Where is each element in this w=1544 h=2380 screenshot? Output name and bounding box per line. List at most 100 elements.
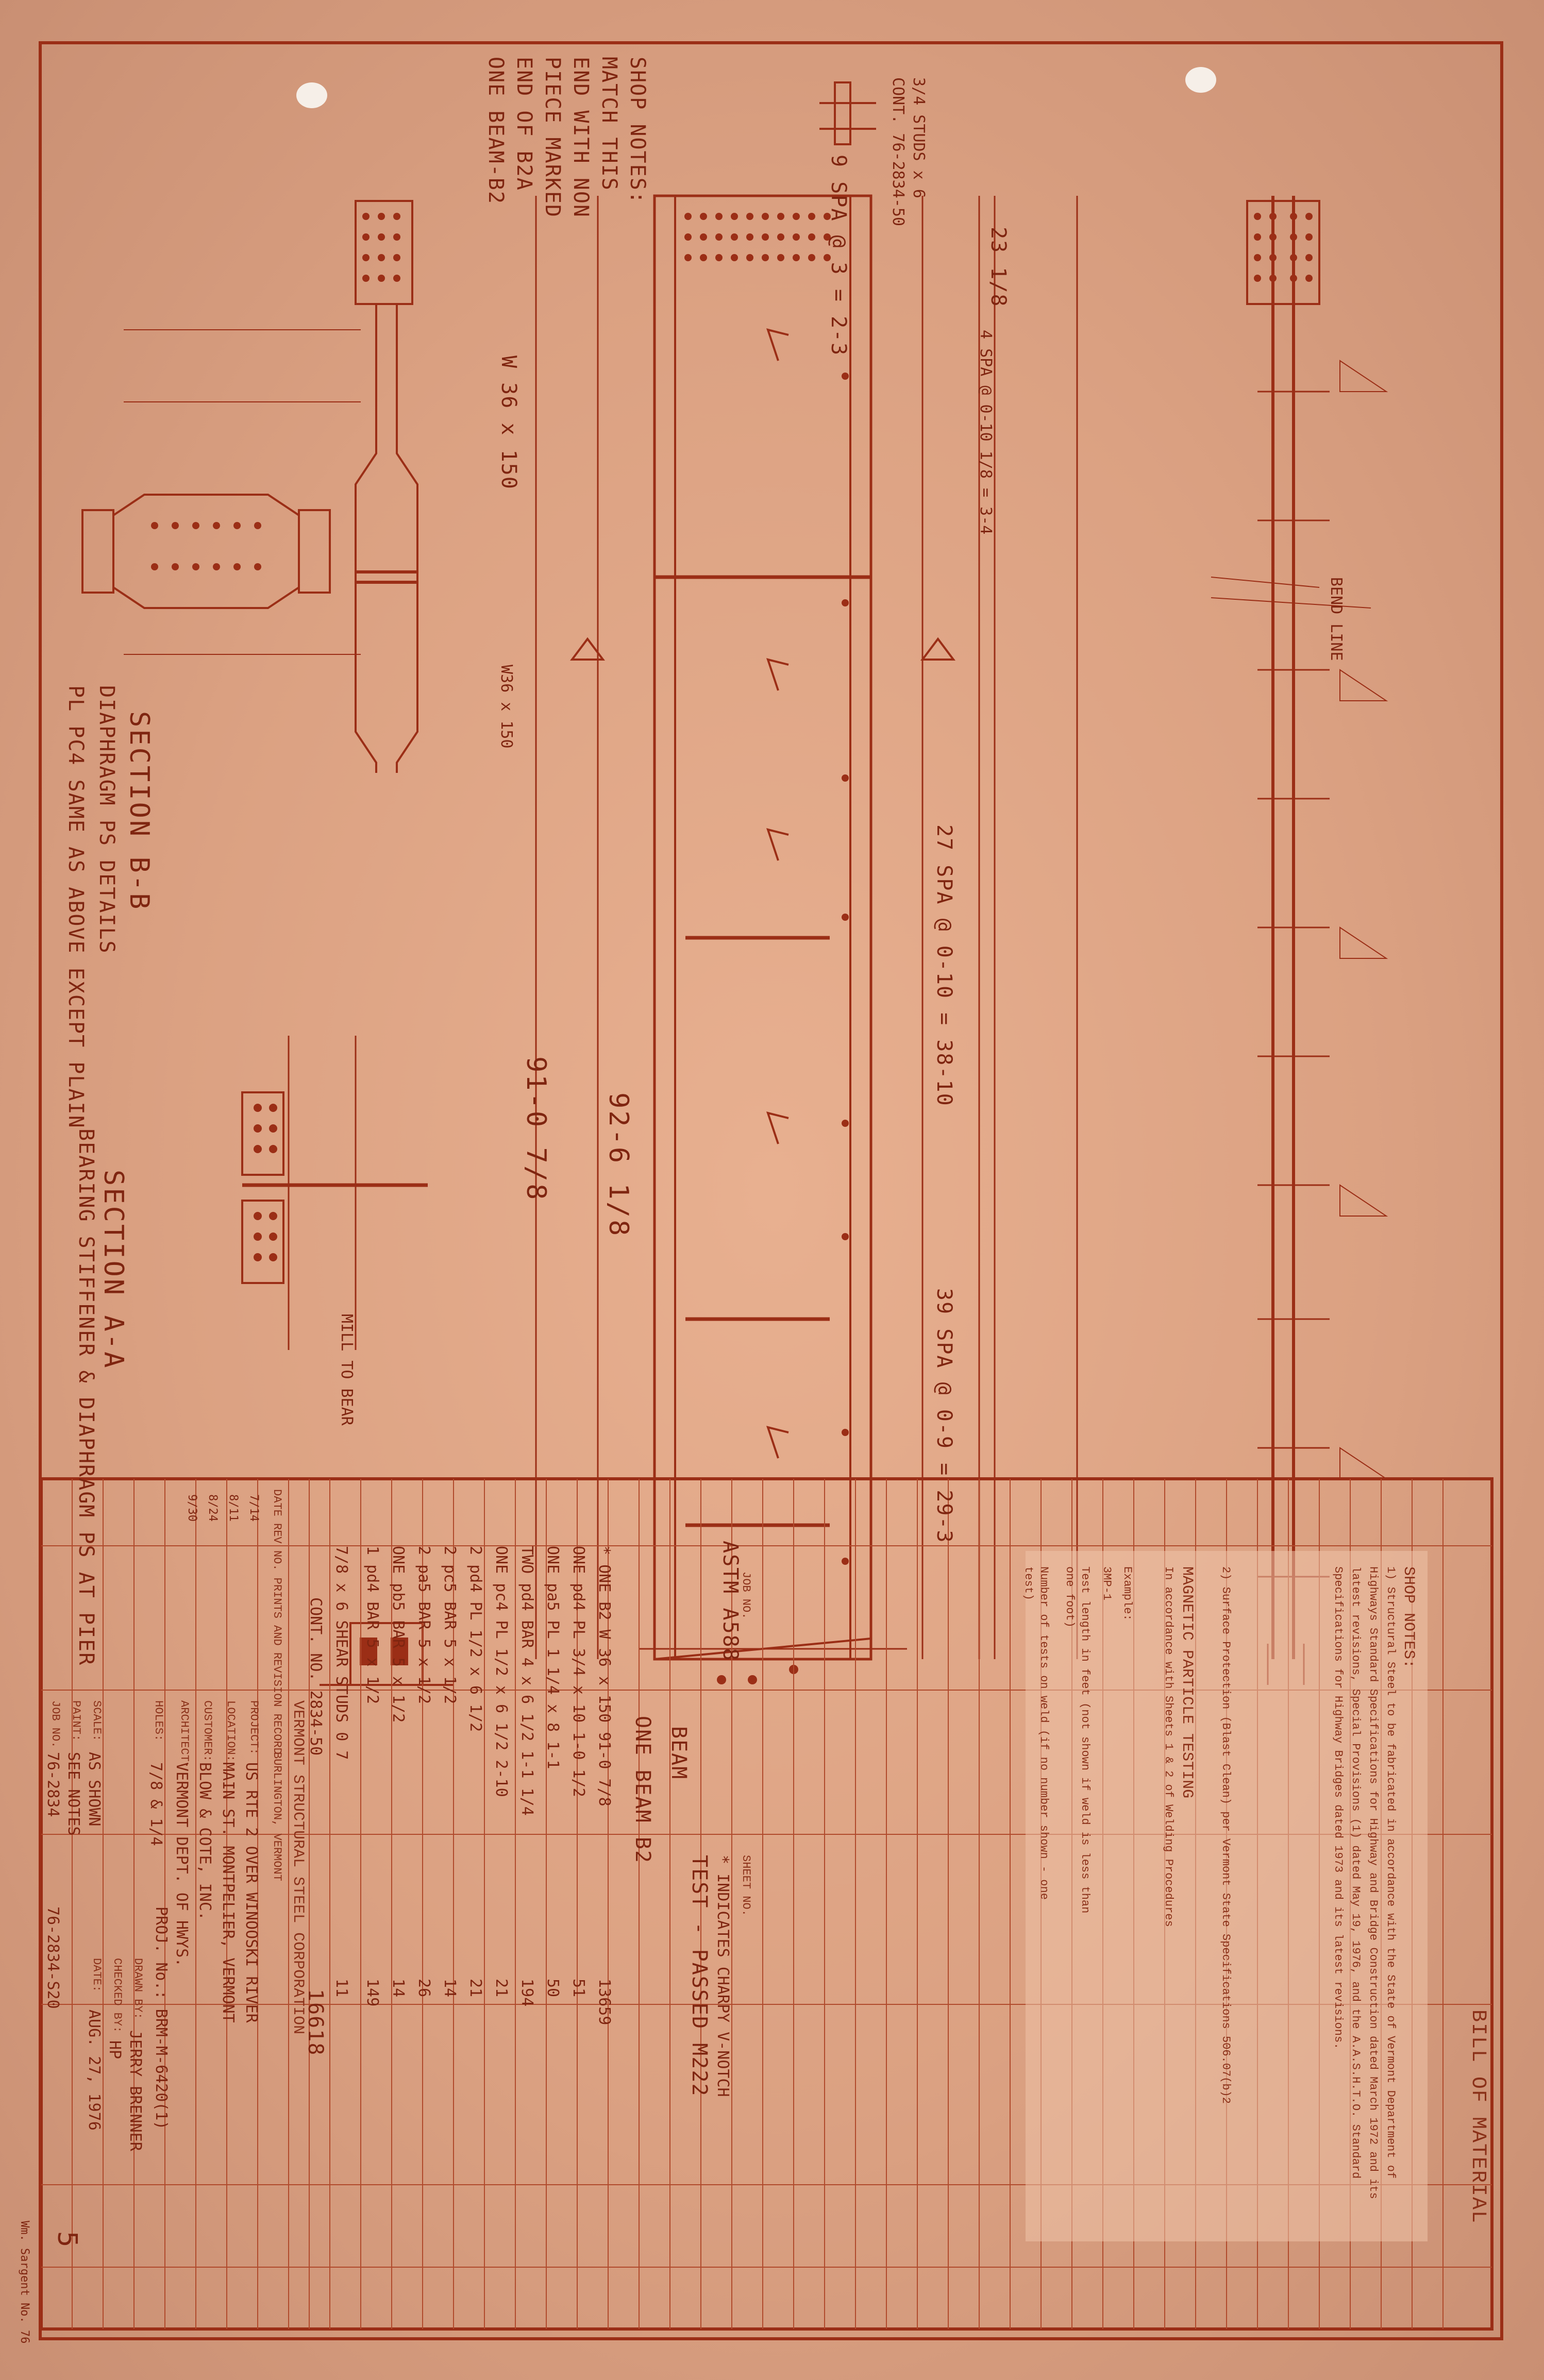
bill-weight: 21 bbox=[466, 1979, 484, 1998]
architect-label: ARCHITECT: bbox=[178, 1700, 191, 1769]
checked-label: CHECKED BY: bbox=[111, 1958, 124, 2033]
mpt-example-b: Number of tests on weld (if no number sh… bbox=[1022, 1566, 1050, 1900]
drawn-label: DRAWN BY: bbox=[131, 1958, 144, 2019]
mpt-example-a: Test length in feet (not shown if weld i… bbox=[1063, 1566, 1092, 1914]
bend-line: BEND LINE bbox=[1327, 577, 1345, 661]
overall-length: 91-0 7/8 bbox=[521, 1056, 551, 1202]
company-city: BURLINGTON, VERMONT bbox=[271, 1752, 283, 1881]
bill-total-weight: 16618 bbox=[304, 1989, 327, 2056]
bill-row: 7/8 x 6 SHEAR STUDS 0 7 bbox=[332, 1546, 350, 1760]
date-value: AUG. 27, 1976 bbox=[85, 2010, 103, 2131]
mpt-heading: MAGNETIC PARTICLE TESTING bbox=[1178, 1566, 1196, 1799]
drawing-number: 76-2834-S20 bbox=[44, 1906, 62, 2009]
paint-value: SEE NOTES bbox=[64, 1752, 82, 1836]
date-label: DATE: bbox=[90, 1958, 103, 1993]
printed-note-2: 2) Surface Protection (Blast Clean) per … bbox=[1219, 1566, 1232, 2104]
beam-label: ONE BEAM-B2 bbox=[484, 57, 508, 205]
punch-hole bbox=[1185, 67, 1216, 93]
mill-to-bear: MILL TO BEAR bbox=[338, 1314, 356, 1426]
printed-note-1: 1) Structural Steel to be fabricated in … bbox=[1332, 1566, 1397, 2199]
location-label: LOCATION: bbox=[224, 1700, 237, 1762]
project-value: US RTE 2 OVER WINOOSKI RIVER bbox=[242, 1762, 260, 2023]
shop-notes-line: PIECE MARKED bbox=[541, 57, 564, 218]
revision-date: 9/30 bbox=[186, 1494, 198, 1522]
architect-value: VERMONT DEPT. OF HWYS. bbox=[173, 1762, 191, 1967]
bill-weight: 11 bbox=[332, 1979, 350, 1998]
beam-title: BEAM bbox=[667, 1726, 691, 1780]
stud-spacing-1: 27 SPA @ 0-10 = 38-10 bbox=[932, 824, 956, 1107]
bill-row: 2 pd4 PL 1/2 x 6 1/2 bbox=[466, 1546, 484, 1732]
mpt-example-code: 3MP-1 bbox=[1100, 1566, 1113, 1601]
bill-weight: 21 bbox=[492, 1979, 510, 1998]
customer-label: CUSTOMER: bbox=[201, 1700, 214, 1762]
bill-sheet-label: SHEET NO. bbox=[740, 1855, 752, 1916]
bill-contract: CONT. NO. 2834-50 bbox=[307, 1597, 325, 1756]
bill-row: ONE pb5 BAR 5 x 1/2 bbox=[389, 1546, 407, 1723]
shop-notes-line: MATCH THIS bbox=[597, 57, 621, 191]
project-number: PROJ. No.: BRM-M-6420(1) bbox=[152, 1906, 170, 2130]
bill-row: ONE pc4 PL 1/2 x 6 1/2 2-10 bbox=[492, 1546, 510, 1797]
stud-spacing-2: 39 SPA @ 0-9 = 29-3 bbox=[932, 1288, 956, 1544]
punch-hole bbox=[296, 82, 327, 108]
section-bb-subtitle: DIAPHRAGM PS DETAILS bbox=[95, 685, 119, 954]
one-beam-title: ONE BEAM B2 bbox=[631, 1716, 654, 1864]
printed-notes-heading: SHOP NOTES: bbox=[1400, 1566, 1417, 1669]
bill-weight: 13659 bbox=[595, 1979, 613, 2025]
job-label: JOB NO. bbox=[49, 1700, 62, 1748]
section-aa-title: SECTION A-A bbox=[98, 1170, 129, 1370]
paint-label: PAINT: bbox=[70, 1700, 82, 1742]
bill-weight: 194 bbox=[518, 1979, 536, 2007]
job-value: 76-2834 bbox=[44, 1752, 62, 1817]
charpy-note: * INDICATES CHARPY V-NOTCH bbox=[714, 1855, 732, 2097]
scale-label: SCALE: bbox=[90, 1700, 103, 1742]
bill-row: * ONE B2 W 36 x 150 91-0 7/8 bbox=[595, 1546, 613, 1807]
signoff: Wm. Sargent No. 76 bbox=[18, 2221, 31, 2344]
bill-weight: 14 bbox=[441, 1979, 459, 1998]
bill-header: BILL OF MATERIAL bbox=[1466, 2010, 1489, 2224]
flange-mark: W36 x 150 bbox=[497, 665, 515, 749]
bill-row: ONE pd4 PL 3/4 x 10 1-0 1/2 bbox=[569, 1546, 588, 1797]
shop-notes-heading: SHOP NOTES: bbox=[626, 57, 649, 205]
section-bb-title: SECTION B-B bbox=[124, 711, 155, 912]
section-aa-subtitle: BEARING STIFFENER & DIAPHRAGM PS AT PIER bbox=[74, 1128, 98, 1666]
checked-value: HP bbox=[106, 2040, 124, 2060]
bill-row: ONE pa5 PL 1 1/4 x 8 1-1 bbox=[544, 1546, 562, 1769]
revision-date: 8/24 bbox=[206, 1494, 219, 1522]
bill-row: 2 pa5 BAR 5 x 1/2 bbox=[415, 1546, 433, 1704]
bill-row: 1 pd4 BAR 5 x 1/2 bbox=[363, 1546, 381, 1704]
bill-weight: 149 bbox=[363, 1979, 381, 2007]
section-bb-note: PL PC4 SAME AS ABOVE EXCEPT PLAIN bbox=[64, 685, 88, 1129]
bill-weight: 51 bbox=[569, 1979, 588, 1998]
customer-value: BLOW & COTE, INC. bbox=[196, 1762, 214, 1921]
stud-size: 3/4 STUDS x 6 bbox=[910, 77, 928, 198]
revision-date: 8/11 bbox=[227, 1494, 240, 1522]
holes-value: 7/8 & 1/4 bbox=[147, 1762, 165, 1846]
overall-length-2: 92-6 1/8 bbox=[603, 1092, 634, 1238]
beam-section: W 36 x 150 bbox=[497, 356, 521, 490]
drawing-border bbox=[39, 41, 1503, 2340]
revision-date: 7/14 bbox=[247, 1494, 260, 1522]
scale-value: AS SHOWN bbox=[85, 1752, 103, 1827]
bill-row: 2 pc5 BAR 5 x 1/2 bbox=[441, 1546, 459, 1704]
top-spacing: 9 SPA @ 3 = 2-3 bbox=[827, 155, 850, 357]
camber: 23 1/8 bbox=[986, 227, 1010, 308]
contract-mark: CONT. 76-2834-50 bbox=[889, 77, 907, 226]
company-name: VERMONT STRUCTURAL STEEL CORPORATION bbox=[289, 1700, 307, 2035]
project-label: PROJECT: bbox=[247, 1700, 260, 1755]
shop-notes-line: END OF B2A bbox=[512, 57, 536, 191]
sheet-number: 5 bbox=[52, 2231, 82, 2250]
location-value: MAIN ST. MONTPELIER, VERMONT bbox=[219, 1762, 237, 2023]
bill-weight: 26 bbox=[415, 1979, 433, 1998]
revisions-heading: DATE REV NO. PRINTS AND REVISION RECORD bbox=[271, 1489, 283, 1754]
astm-spec: ASTM A588 bbox=[718, 1541, 742, 1662]
shop-notes-line: END WITH NON bbox=[569, 57, 593, 218]
test-passed: TEST - PASSED M222 bbox=[687, 1855, 711, 2097]
drawn-value: JERRY BRENNER bbox=[126, 2030, 144, 2151]
mpt-example: Example: bbox=[1121, 1566, 1134, 1621]
bill-weight: 14 bbox=[389, 1979, 407, 1998]
holes-label: HOLES: bbox=[152, 1700, 165, 1742]
mpt-text: In accordance with Sheets 1 & 2 of Weldi… bbox=[1162, 1566, 1175, 1927]
stud-detail-spacing: 4 SPA @ 0-10 1/8 = 3-4 bbox=[977, 330, 995, 535]
